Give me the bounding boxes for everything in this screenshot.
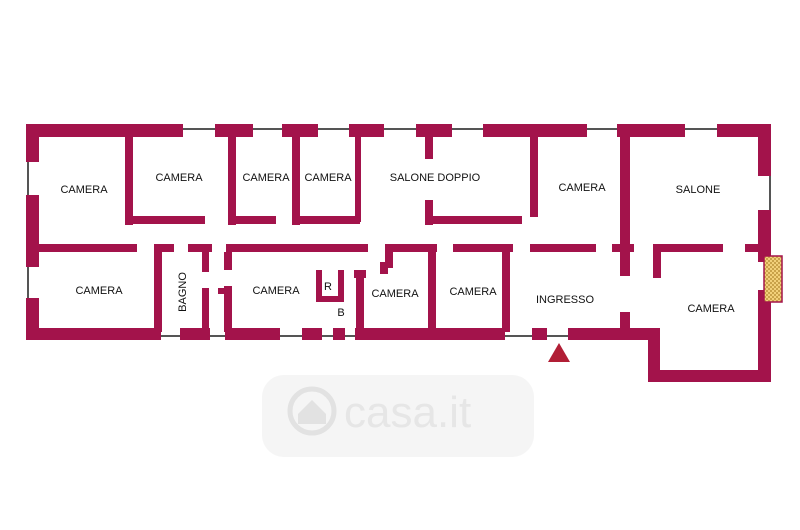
room-label-ingresso: INGRESSO	[536, 294, 595, 306]
entrance-triangle-icon	[548, 343, 570, 362]
wall	[188, 244, 212, 252]
wall	[300, 216, 360, 224]
wall	[202, 252, 209, 272]
wall	[530, 137, 538, 217]
wall	[26, 124, 183, 137]
room-label-camera-3: CAMERA	[242, 172, 290, 184]
room-label-r: R	[324, 281, 332, 293]
room-label-camera-6: CAMERA	[75, 285, 123, 297]
wall	[653, 244, 723, 252]
wall	[355, 328, 505, 340]
wall	[648, 328, 660, 382]
wall	[530, 244, 596, 252]
house-logo-icon	[287, 386, 337, 436]
wall	[133, 216, 205, 224]
wall	[125, 137, 133, 225]
wall	[758, 124, 771, 176]
wall	[26, 124, 39, 162]
wall	[224, 286, 232, 332]
wall	[154, 244, 174, 252]
walls	[26, 124, 771, 382]
wall	[26, 195, 39, 267]
wall	[338, 270, 344, 300]
wall	[282, 124, 318, 137]
wall	[292, 137, 300, 225]
room-label-camera-1: CAMERA	[60, 184, 108, 196]
balcony-hatch-icon	[763, 255, 783, 303]
wall	[425, 137, 433, 159]
room-label-camera-9: CAMERA	[449, 286, 497, 298]
wall	[483, 124, 587, 137]
wall	[356, 278, 364, 332]
wall	[226, 244, 368, 252]
wall	[354, 270, 366, 278]
wall	[612, 244, 634, 252]
room-label-camera-5: CAMERA	[558, 182, 606, 194]
wall	[380, 262, 388, 274]
wall	[316, 296, 344, 302]
wall	[355, 137, 361, 222]
watermark-text: casa.it	[344, 388, 471, 437]
wall	[620, 312, 630, 332]
wall	[236, 216, 276, 224]
room-label-salone-doppio: SALONE DOPPIO	[390, 172, 481, 184]
wall	[648, 370, 771, 382]
wall	[502, 252, 510, 332]
wall	[218, 288, 226, 294]
wall	[225, 328, 280, 340]
wall	[453, 244, 513, 252]
wall	[617, 124, 685, 137]
wall	[26, 328, 161, 340]
room-label-bagno: BAGNO	[177, 272, 189, 312]
wall	[228, 137, 236, 225]
wall	[653, 252, 661, 278]
wall	[385, 252, 393, 268]
wall	[416, 124, 452, 137]
room-label-camera-10: CAMERA	[687, 303, 735, 315]
watermark: casa.it	[262, 375, 534, 457]
wall	[620, 137, 630, 252]
room-label-camera-4: CAMERA	[304, 172, 352, 184]
wall	[215, 124, 253, 137]
wall	[532, 328, 547, 340]
wall	[224, 252, 232, 270]
wall	[758, 210, 771, 262]
wall	[202, 288, 209, 332]
wall	[428, 252, 436, 332]
wall	[349, 124, 384, 137]
wall	[385, 244, 437, 252]
room-label-b: B	[337, 307, 344, 319]
wall	[568, 328, 660, 340]
wall	[333, 328, 345, 340]
wall	[302, 328, 322, 340]
room-label-camera-2: CAMERA	[155, 172, 203, 184]
room-labels: CAMERA CAMERA CAMERA CAMERA SALONE DOPPI…	[60, 172, 735, 319]
wall	[717, 124, 771, 137]
wall	[154, 252, 162, 332]
wall	[425, 200, 433, 225]
wall	[425, 216, 522, 224]
room-label-camera-8: CAMERA	[371, 288, 419, 300]
room-label-camera-7: CAMERA	[252, 285, 300, 297]
wall	[316, 270, 322, 300]
wall	[39, 244, 137, 252]
wall	[620, 252, 630, 276]
room-label-salone: SALONE	[676, 184, 721, 196]
wall	[745, 244, 761, 252]
